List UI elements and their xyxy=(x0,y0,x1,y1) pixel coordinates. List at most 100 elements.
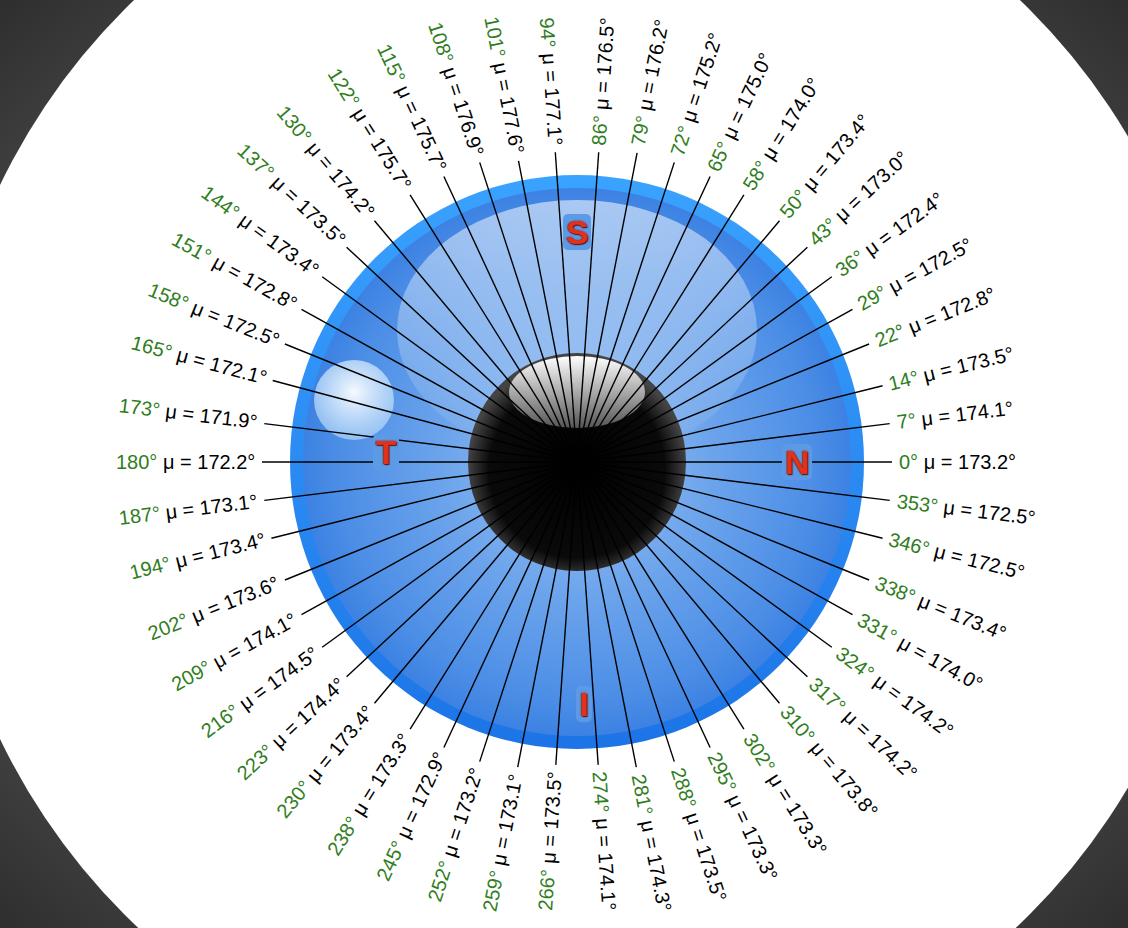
leader-line xyxy=(518,462,577,767)
angle-label: 317° xyxy=(805,673,850,717)
leader-line xyxy=(577,462,780,703)
angle-label: 29° xyxy=(853,281,890,315)
mean-value: μ = 173.4° xyxy=(915,590,1009,645)
leader-line xyxy=(577,221,780,462)
direction-letter: I xyxy=(576,686,591,722)
angle-label: 58° xyxy=(738,157,773,194)
leader-line xyxy=(302,462,578,615)
mean-value: μ = 173.2° xyxy=(438,765,487,860)
mean-value: μ = 172.1° xyxy=(174,344,269,389)
leader-line xyxy=(577,309,853,462)
angle-label: 72° xyxy=(666,123,696,159)
label-row: 79° μ = 176.2° xyxy=(627,18,674,148)
angle-label: 79° xyxy=(627,114,654,148)
leader-line xyxy=(577,462,890,500)
angle-label: 130° xyxy=(273,101,316,147)
mean-value: μ = 176.5° xyxy=(590,17,618,111)
angle-label: 202° xyxy=(145,609,192,645)
leader-line xyxy=(555,152,577,462)
label-row: 266° μ = 173.5° xyxy=(534,771,567,912)
label-row: 346° μ = 172.5° xyxy=(887,529,1028,585)
leader-line xyxy=(577,462,744,729)
angle-label: 94° xyxy=(536,17,560,49)
angle-label: 266° xyxy=(534,869,559,912)
leader-line xyxy=(577,153,637,462)
angle-label: 252° xyxy=(424,858,458,904)
leader-line xyxy=(410,195,577,462)
label-row: 0° μ = 173.2° xyxy=(899,451,1016,474)
mean-value: μ = 177.6° xyxy=(489,61,528,156)
leader-line xyxy=(444,177,577,463)
mean-value: μ = 176.2° xyxy=(634,18,673,113)
label-row: 173° μ = 171.9° xyxy=(118,394,259,434)
leader-line xyxy=(262,461,577,462)
angle-label: 281° xyxy=(627,772,656,817)
leader-line xyxy=(577,462,710,748)
angle-label: 310° xyxy=(776,701,819,747)
leader-line xyxy=(577,462,807,677)
leader-line xyxy=(273,381,577,463)
angle-label: 302° xyxy=(739,729,780,776)
angle-label: 101° xyxy=(481,15,510,60)
angle-label: 223° xyxy=(232,740,277,784)
leader-line xyxy=(577,277,832,462)
angle-label: 122° xyxy=(324,65,365,112)
mean-value: μ = 172.8° xyxy=(904,283,998,338)
mean-value: μ = 172.5° xyxy=(189,296,283,351)
angle-label: 238° xyxy=(323,812,364,859)
angle-label: 65° xyxy=(703,138,736,175)
angle-label: 43° xyxy=(805,213,842,250)
mean-value: μ = 174.1° xyxy=(920,397,1014,430)
label-row: 101° μ = 177.6° xyxy=(480,15,529,156)
angle-label: 36° xyxy=(831,246,868,282)
mean-value: μ = 171.9° xyxy=(165,400,259,433)
angle-label: 180° xyxy=(116,451,157,473)
mean-value: μ = 173.1° xyxy=(165,490,259,523)
leader-line xyxy=(410,462,577,729)
direction-letter: S xyxy=(563,214,592,250)
mean-value: μ = 173.1° xyxy=(488,772,527,867)
mean-value: μ = 173.3° xyxy=(723,792,782,885)
angle-label: 353° xyxy=(895,490,939,517)
label-row: 194° μ = 173.4° xyxy=(127,529,268,585)
leader-line xyxy=(577,462,636,767)
leader-line xyxy=(577,344,869,462)
angle-label: 115° xyxy=(373,40,410,85)
angle-label: 324° xyxy=(831,642,877,684)
mean-value: μ = 175.0° xyxy=(718,49,777,142)
leader-line xyxy=(480,462,577,762)
angle-label: 108° xyxy=(425,20,459,66)
direction-letter: N xyxy=(782,444,813,480)
angle-label: 165° xyxy=(129,331,175,363)
leader-line xyxy=(347,247,577,462)
angle-label: 173° xyxy=(118,394,162,421)
mean-value: μ = 173.5° xyxy=(538,771,566,865)
leader-line xyxy=(322,277,577,462)
mean-value: μ = 173.2° xyxy=(924,451,1016,473)
mean-value: μ = 172.5° xyxy=(942,496,1036,529)
angle-label: 295° xyxy=(704,749,741,796)
leader-line xyxy=(577,462,853,615)
leader-line xyxy=(302,309,578,462)
mean-value: μ = 176.9° xyxy=(439,64,488,159)
angle-label: 230° xyxy=(272,776,315,822)
angle-label: 14° xyxy=(887,366,922,395)
leader-line xyxy=(577,461,892,462)
leader-line xyxy=(577,462,883,538)
leader-line xyxy=(577,386,883,462)
angle-label: 338° xyxy=(872,572,919,608)
angle-label: 151° xyxy=(169,228,216,267)
mean-value: μ = 173.5° xyxy=(921,342,1016,386)
label-row: 14° μ = 173.5° xyxy=(887,342,1017,395)
leader-line xyxy=(375,221,578,462)
label-row: 180° μ = 172.2° xyxy=(116,451,255,474)
angle-label: 7° xyxy=(895,409,917,433)
leader-line xyxy=(285,462,577,580)
angle-label: 144° xyxy=(198,182,244,224)
mean-value: μ = 173.3° xyxy=(764,769,832,859)
label-row: 281° μ = 174.3° xyxy=(626,772,675,913)
angle-label: 86° xyxy=(588,114,612,146)
